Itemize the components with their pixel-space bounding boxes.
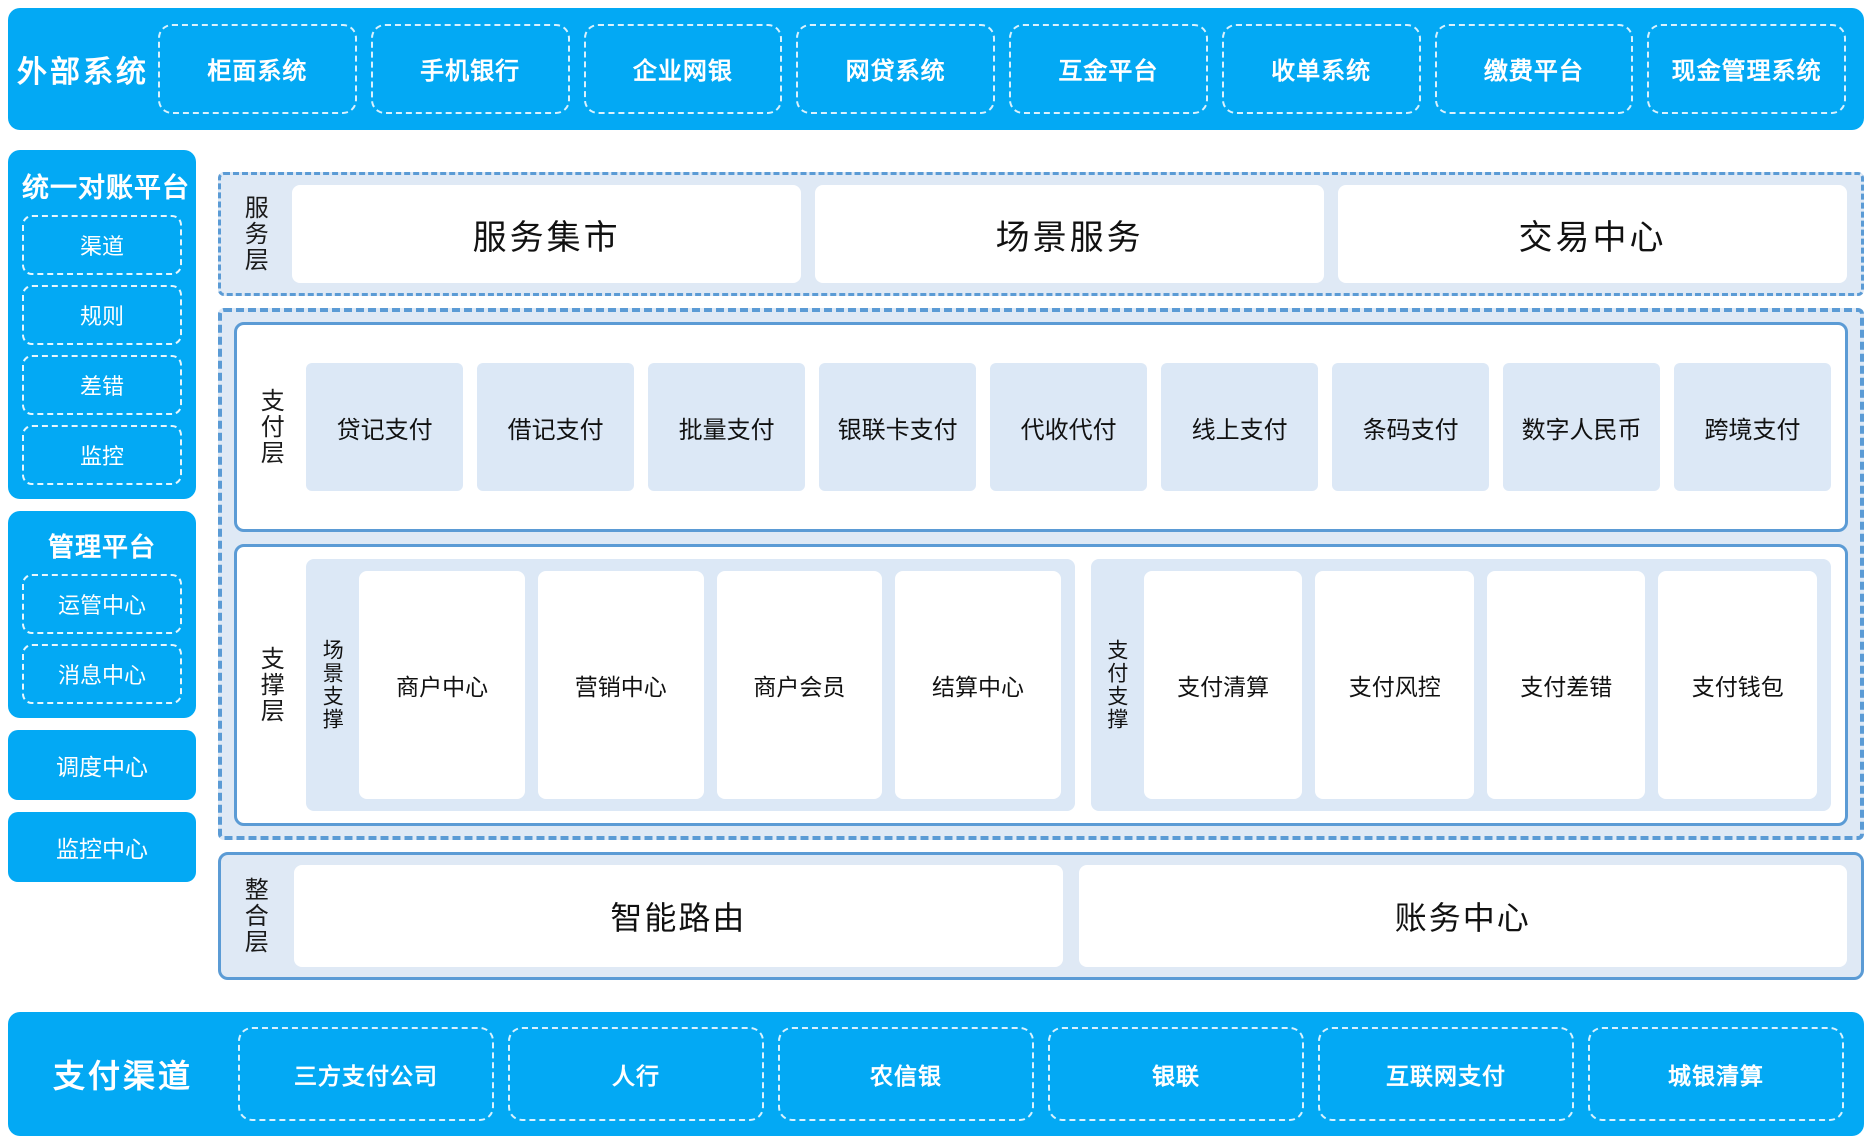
reconciliation-platform-title: 统一对账平台 [22,173,190,203]
service-layer-label: 服务层 [240,195,268,273]
monitoring-center-block[interactable]: 监控中心 [8,812,196,882]
payment-support-item-clearing[interactable]: 支付清算 [1143,571,1303,799]
payment-channels-list: 三方支付公司 人行 农信银 银联 互联网支付 城银清算 [238,1012,1844,1136]
payment-item-online[interactable]: 线上支付 [1161,363,1319,491]
integration-item-accounting-center[interactable]: 账务中心 [1078,865,1847,967]
management-platform-title: 管理平台 [47,532,156,562]
external-systems-list: 柜面系统 手机银行 企业网银 网贷系统 互金平台 收单系统 缴费平台 现金管理系… [158,8,1846,130]
payment-item-batch[interactable]: 批量支付 [648,363,806,491]
external-system-item[interactable]: 互金平台 [1009,23,1208,115]
payment-item-credit[interactable]: 贷记支付 [306,363,464,491]
management-item-operations-center[interactable]: 运管中心 [22,574,182,634]
payment-layer-label: 支付层 [256,388,284,466]
payment-channel-item[interactable]: 人行 [508,1026,764,1122]
payment-layer-list: 贷记支付 借记支付 批量支付 银联卡支付 代收代付 线上支付 条码支付 数字人民… [306,337,1832,517]
external-system-item[interactable]: 柜面系统 [158,23,357,115]
core-layers-container: 支付层 贷记支付 借记支付 批量支付 银联卡支付 代收代付 线上支付 条码支付 … [218,308,1864,840]
service-layer-item-scene-service[interactable]: 场景服务 [815,185,1325,283]
reconciliation-item-rule[interactable]: 规则 [22,285,182,345]
service-layer-item-transaction-center[interactable]: 交易中心 [1338,185,1847,283]
payment-item-digital-rmb[interactable]: 数字人民币 [1503,363,1661,491]
payment-channel-item[interactable]: 银联 [1048,1026,1304,1122]
support-layer-groups: 场景支撑 商户中心 营销中心 商户会员 结算中心 支付支撑 支付清算 支付风控 … [306,559,1831,811]
payment-support-item-wallet[interactable]: 支付钱包 [1658,571,1818,799]
external-systems-title: 外部系统 [17,56,149,89]
payment-support-item-error-handling[interactable]: 支付差错 [1486,571,1646,799]
payment-item-barcode[interactable]: 条码支付 [1332,363,1490,491]
payment-channel-item[interactable]: 城银清算 [1588,1026,1844,1122]
reconciliation-item-error[interactable]: 差错 [22,355,182,415]
external-system-item[interactable]: 手机银行 [370,23,570,115]
reconciliation-item-monitor[interactable]: 监控 [22,425,182,485]
payment-channel-item[interactable]: 三方支付公司 [238,1026,494,1122]
service-layer-panel: 服务层 服务集市 场景服务 交易中心 [218,172,1864,296]
payment-channels-title: 支付渠道 [52,1058,193,1094]
scene-support-item-marketing-center[interactable]: 营销中心 [537,571,704,799]
external-systems-band: 外部系统 柜面系统 手机银行 企业网银 网贷系统 互金平台 收单系统 缴费平台 … [8,8,1864,130]
scene-support-item-merchant-center[interactable]: 商户中心 [359,571,525,799]
scene-support-item-settlement-center[interactable]: 结算中心 [895,571,1061,799]
payment-support-label: 支付支撑 [1104,639,1128,731]
external-system-item[interactable]: 缴费平台 [1434,23,1634,115]
external-system-item[interactable]: 现金管理系统 [1647,23,1846,115]
scheduling-center-block[interactable]: 调度中心 [8,730,196,800]
external-system-item[interactable]: 网贷系统 [796,23,995,115]
payment-support-item-risk-control[interactable]: 支付风控 [1315,571,1474,799]
external-system-item[interactable]: 收单系统 [1221,23,1421,115]
payment-channels-band: 支付渠道 三方支付公司 人行 农信银 银联 互联网支付 城银清算 [8,1012,1864,1136]
integration-layer-label: 整合层 [240,877,268,955]
management-platform-block: 管理平台 运管中心 消息中心 [8,511,196,718]
platform-layers: 服务层 服务集市 场景服务 交易中心 支付层 贷记支付 借记支付 批量支付 银联… [208,150,1864,996]
left-platform-column: 统一对账平台 渠道 规则 差错 监控 管理平台 运管中心 消息中心 调度中心 监… [8,150,196,996]
scene-support-item-merchant-member[interactable]: 商户会员 [716,571,883,799]
scene-support-group: 场景支撑 商户中心 营销中心 商户会员 结算中心 [306,559,1075,811]
payment-item-debit[interactable]: 借记支付 [477,363,635,491]
integration-item-smart-routing[interactable]: 智能路由 [294,865,1063,967]
integration-layer-panel: 整合层 智能路由 账务中心 [218,852,1864,980]
service-layer-item-marketplace[interactable]: 服务集市 [292,185,802,283]
payment-item-cross-border[interactable]: 跨境支付 [1674,363,1832,491]
payment-item-unionpay-card[interactable]: 银联卡支付 [819,363,977,491]
payment-layer-panel: 支付层 贷记支付 借记支付 批量支付 银联卡支付 代收代付 线上支付 条码支付 … [234,322,1848,532]
payment-item-collection-payment[interactable]: 代收代付 [990,363,1148,491]
payment-channel-item[interactable]: 互联网支付 [1318,1026,1574,1122]
support-layer-label: 支撑层 [256,646,284,724]
management-item-message-center[interactable]: 消息中心 [22,644,182,704]
reconciliation-item-channel[interactable]: 渠道 [22,215,182,275]
payment-channel-item[interactable]: 农信银 [778,1026,1034,1122]
scene-support-label: 场景支撑 [320,639,344,731]
payment-support-group: 支付支撑 支付清算 支付风控 支付差错 支付钱包 [1090,559,1831,811]
support-layer-panel: 支撑层 场景支撑 商户中心 营销中心 商户会员 结算中心 支付支撑 支付清算 支… [234,544,1848,826]
external-system-item[interactable]: 企业网银 [583,23,783,115]
reconciliation-platform-block: 统一对账平台 渠道 规则 差错 监控 [8,150,196,499]
